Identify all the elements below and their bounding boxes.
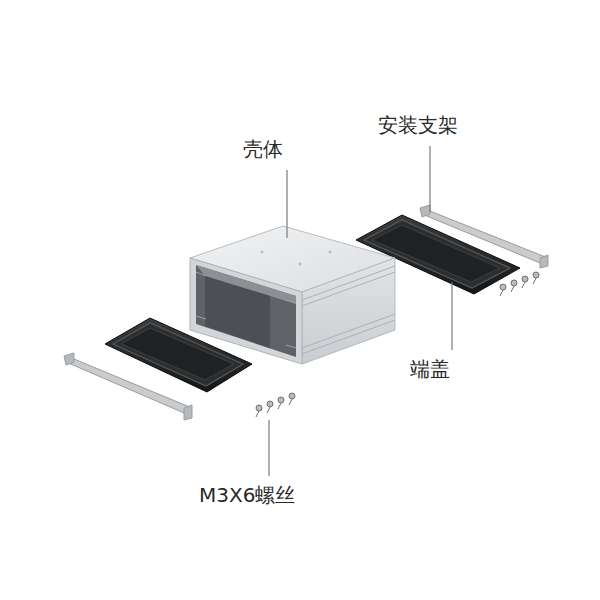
leader-lines [269, 146, 452, 476]
screws [500, 272, 539, 296]
part-label: 端盖 [410, 357, 450, 381]
part-label: 壳体 [243, 137, 283, 161]
mounting-bracket [64, 353, 192, 420]
housing [190, 226, 395, 364]
part-label: M3X6螺丝 [199, 483, 295, 507]
part-label: 安装支架 [378, 113, 458, 137]
screws [256, 393, 295, 417]
